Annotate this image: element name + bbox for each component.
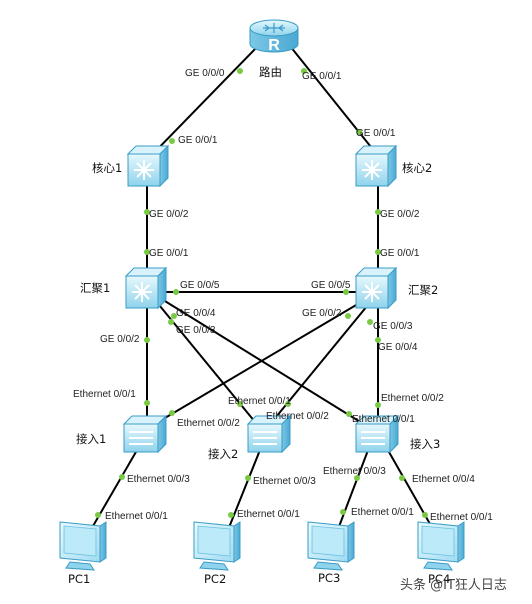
port-dot <box>144 337 150 343</box>
port-dot <box>346 411 352 417</box>
port-dot <box>343 289 349 295</box>
core2-switch-icon <box>354 144 398 188</box>
port-labels: GE 0/0/0 GE 0/0/1 GE 0/0/1 GE 0/0/1 GE 0… <box>73 68 493 523</box>
pc4-monitor-icon <box>417 521 465 571</box>
port-dot <box>345 313 351 319</box>
acc3-switch-icon <box>354 414 400 454</box>
acc1-label: 接入1 <box>76 432 106 446</box>
port-label: Ethernet 0/0/2 <box>266 411 329 422</box>
port-label: Ethernet 0/0/2 <box>177 418 240 429</box>
port-dot <box>356 129 362 135</box>
port-label: Ethernet 0/0/1 <box>352 414 415 425</box>
port-dot <box>375 209 381 215</box>
acc3-label: 接入3 <box>410 437 440 451</box>
link-agg1-acc3 <box>159 297 371 429</box>
port-label: Ethernet 0/0/1 <box>73 389 136 400</box>
agg1-switch-icon <box>124 266 168 310</box>
acc1-switch-icon <box>122 414 168 454</box>
port-label: GE 0/0/4 <box>378 342 418 353</box>
core1-label: 核心1 <box>92 161 122 175</box>
port-label: Ethernet 0/0/4 <box>412 474 475 485</box>
svg-text:R: R <box>268 37 280 54</box>
port-label: GE 0/0/2 <box>100 334 140 345</box>
port-dot <box>340 509 346 515</box>
agg1-label: 汇聚1 <box>80 281 110 295</box>
port-dot <box>285 401 291 407</box>
port-dot <box>173 289 179 295</box>
router-icon: R <box>249 19 299 54</box>
port-label: GE 0/0/1 <box>178 135 218 146</box>
port-label: Ethernet 0/0/1 <box>237 509 300 520</box>
port-label: Ethernet 0/0/1 <box>228 396 291 407</box>
pc1-monitor-icon <box>59 521 107 571</box>
port-label: GE 0/0/5 <box>311 280 351 291</box>
port-label: Ethernet 0/0/3 <box>323 466 386 477</box>
port-label: Ethernet 0/0/3 <box>253 476 316 487</box>
acc2-switch-icon <box>246 414 292 454</box>
port-dot <box>245 475 251 481</box>
pc1-label: PC1 <box>68 572 90 586</box>
port-dot <box>237 68 243 74</box>
port-dot <box>95 512 101 518</box>
port-label: Ethernet 0/0/1 <box>351 507 414 518</box>
port-dot <box>301 68 307 74</box>
port-label: Ethernet 0/0/2 <box>381 393 444 404</box>
pc2-monitor-icon <box>193 521 241 571</box>
port-dot <box>422 512 428 518</box>
port-label: GE 0/0/0 <box>185 68 225 79</box>
port-label: GE 0/0/1 <box>149 248 189 259</box>
pc3-label: PC3 <box>318 571 340 585</box>
port-label: GE 0/0/3 <box>176 325 216 336</box>
device-labels: 路由 核心1 核心2 汇聚1 汇聚2 接入1 接入2 接入3 PC1 PC2 P… <box>68 65 450 586</box>
agg2-label: 汇聚2 <box>408 283 438 297</box>
port-label: GE 0/0/3 <box>373 321 413 332</box>
link-agg2-acc2 <box>266 299 373 429</box>
port-dot <box>354 475 360 481</box>
port-label: Ethernet 0/0/1 <box>430 512 493 523</box>
port-dot <box>367 319 373 325</box>
port-label: GE 0/0/1 <box>302 71 342 82</box>
port-label: GE 0/0/5 <box>180 280 220 291</box>
port-dot <box>144 400 150 406</box>
port-label: GE 0/0/2 <box>302 308 342 319</box>
port-dot <box>144 249 150 255</box>
port-dot <box>171 313 177 319</box>
link-agg2-acc1 <box>147 297 369 429</box>
port-dot <box>375 402 381 408</box>
port-dot <box>375 249 381 255</box>
port-label: Ethernet 0/0/3 <box>127 474 190 485</box>
port-dot <box>144 209 150 215</box>
port-dot <box>375 337 381 343</box>
pc2-label: PC2 <box>204 572 226 586</box>
port-dot <box>228 512 234 518</box>
port-dot <box>119 474 125 480</box>
acc2-label: 接入2 <box>208 447 238 461</box>
agg2-switch-icon <box>354 266 398 310</box>
port-dot <box>169 410 175 416</box>
port-label: GE 0/0/2 <box>149 209 189 220</box>
port-dots <box>95 68 428 518</box>
port-dot <box>237 401 243 407</box>
port-label: GE 0/0/1 <box>356 128 396 139</box>
core2-label: 核心2 <box>402 161 432 175</box>
port-label: Ethernet 0/0/1 <box>105 511 168 522</box>
link-router-core2 <box>289 45 384 163</box>
port-label: GE 0/0/2 <box>380 209 420 220</box>
port-dot <box>169 138 175 144</box>
pc4-label: PC4 <box>428 572 450 586</box>
watermark: 头条 @IT狂人日志 <box>400 578 507 593</box>
link-router-core1 <box>144 45 259 163</box>
port-dot <box>399 475 405 481</box>
port-label: GE 0/0/4 <box>176 308 216 319</box>
router-label: 路由 <box>259 65 282 79</box>
pc3-monitor-icon <box>307 521 355 571</box>
core1-switch-icon <box>126 144 170 188</box>
port-label: GE 0/0/1 <box>380 248 420 259</box>
port-dot <box>168 319 174 325</box>
